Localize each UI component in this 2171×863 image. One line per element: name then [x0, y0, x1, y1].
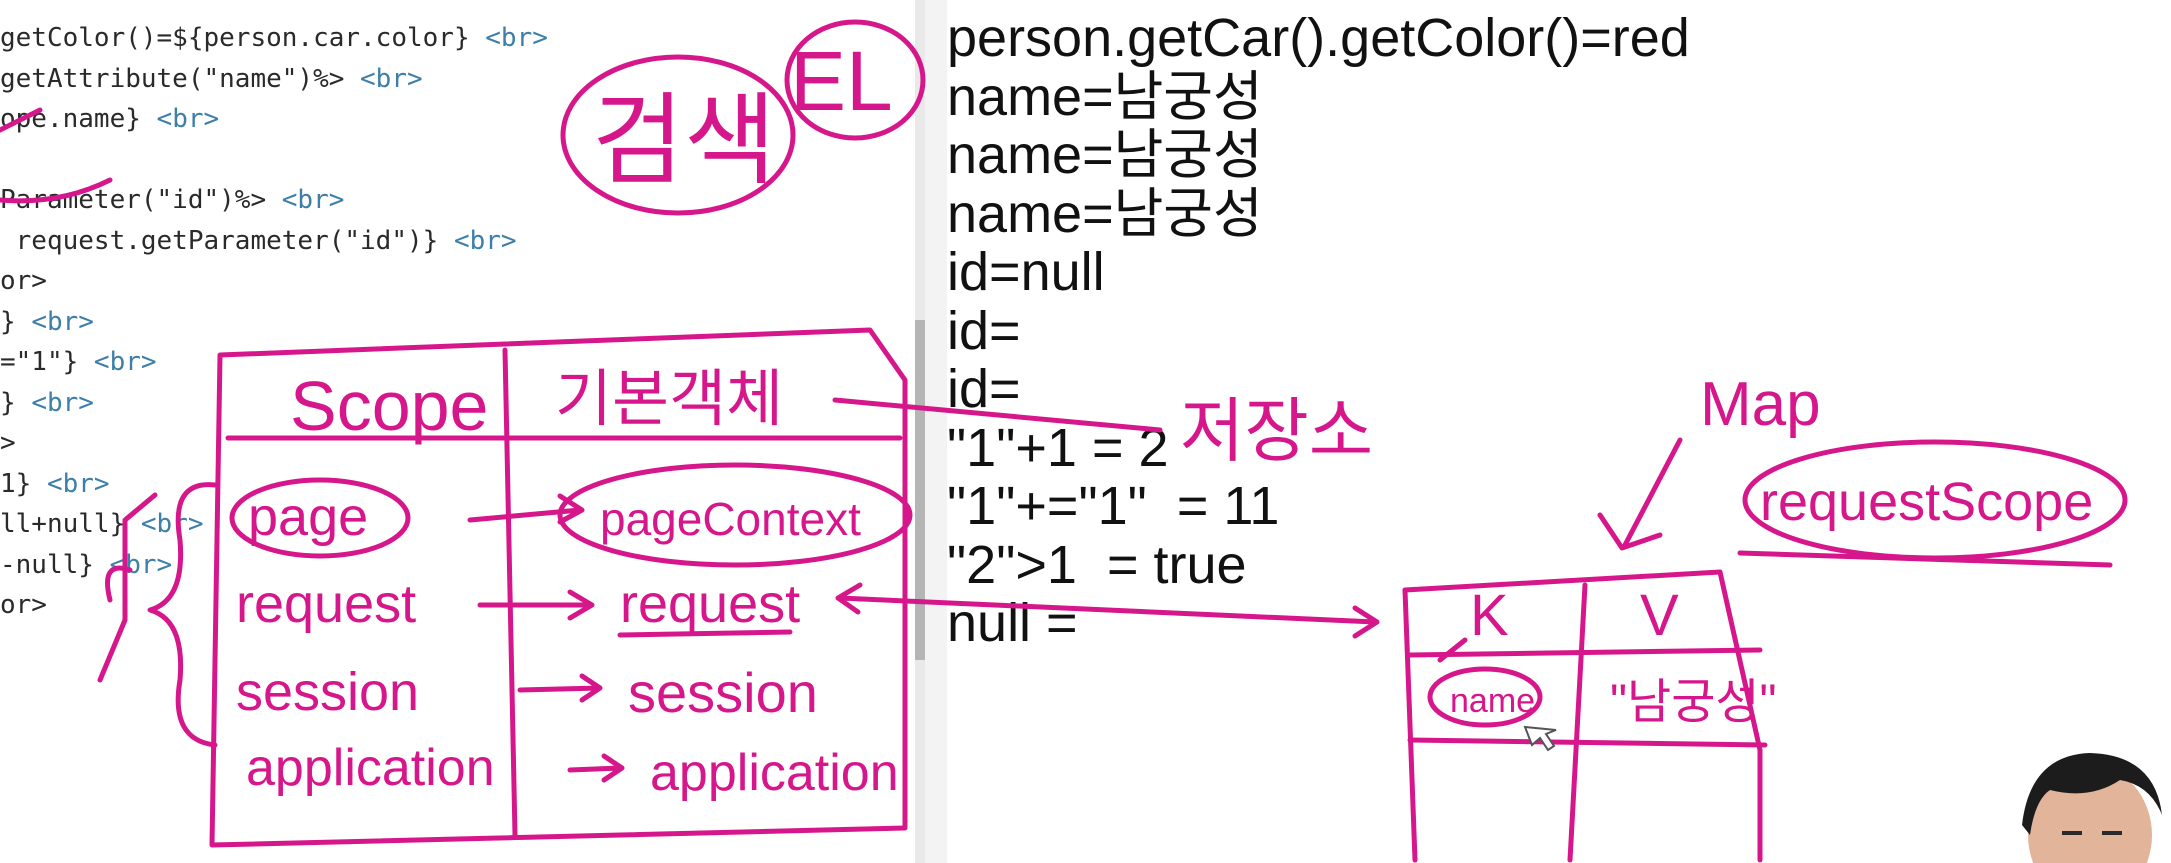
editor-scrollbar-thumb[interactable] — [915, 320, 925, 660]
code-text: } — [0, 387, 32, 418]
code-tag: <br> — [140, 509, 204, 539]
output-line: name=남궁성 — [947, 125, 1263, 185]
code-line[interactable]: 1} <br> — [0, 464, 110, 504]
code-tag: <br> — [109, 549, 173, 580]
code-text: 1} — [0, 468, 47, 499]
code-text: or> — [0, 266, 47, 296]
code-tag: <br> — [46, 468, 110, 499]
code-tag: <br> — [156, 104, 220, 134]
code-tag: <br> — [31, 387, 94, 418]
code-line[interactable]: ope.name} <br> — [0, 99, 219, 139]
output-line: name=남궁성 — [947, 183, 1263, 244]
code-line[interactable]: getColor()=${person.car.color} <br> — [0, 18, 548, 58]
code-line[interactable]: or> — [0, 261, 47, 301]
code-text: getAttribute("name")%> — [0, 63, 361, 94]
pane-divider[interactable] — [925, 0, 947, 863]
code-tag: <br> — [360, 63, 423, 94]
code-editor-pane[interactable]: getColor()=${person.car.color} <br>getAt… — [0, 0, 915, 863]
presenter-face-icon — [1990, 745, 2171, 863]
code-line[interactable]: } <br> — [0, 383, 94, 423]
code-tag: <br> — [453, 225, 517, 256]
code-tag: <br> — [281, 185, 345, 215]
presenter-webcam — [1990, 745, 2171, 863]
code-tag: <br> — [485, 23, 548, 53]
code-text: ope.name} — [0, 104, 157, 134]
output-line: id=null — [947, 242, 1105, 302]
code-text: -null} — [0, 549, 110, 580]
code-line[interactable]: ll+null} <br> — [0, 504, 204, 544]
code-line[interactable]: } <br> — [0, 302, 94, 342]
code-line[interactable]: getAttribute("name")%> <br> — [0, 59, 423, 99]
code-line[interactable]: ="1"} <br> — [0, 342, 157, 382]
code-tag: <br> — [93, 347, 157, 377]
code-text: ="1"} — [0, 347, 94, 377]
code-text: > — [0, 428, 16, 458]
code-tag: <br> — [31, 306, 94, 337]
output-line: name=남궁성 — [947, 66, 1263, 127]
code-line[interactable]: request.getParameter("id")} <br> — [0, 221, 517, 261]
code-line[interactable]: -null} <br> — [0, 545, 172, 585]
code-text: ll+null} — [0, 509, 141, 539]
code-text: request.getParameter("id")} — [0, 225, 454, 256]
output-line: id= — [947, 300, 1021, 361]
code-text: getColor()=${person.car.color} — [0, 23, 486, 53]
output-line: person.getCar().getColor()=red — [947, 8, 1690, 68]
code-line[interactable]: or> — [0, 585, 47, 625]
code-text: or> — [0, 590, 47, 620]
code-text: } — [0, 306, 32, 337]
code-line[interactable]: Parameter("id")%> <br> — [0, 180, 344, 220]
code-text: Parameter("id")%> — [0, 185, 282, 215]
output-line: null = — [947, 593, 1078, 653]
output-line: "1"+="1" = 11 — [947, 476, 1280, 536]
code-line[interactable]: > — [0, 423, 16, 463]
